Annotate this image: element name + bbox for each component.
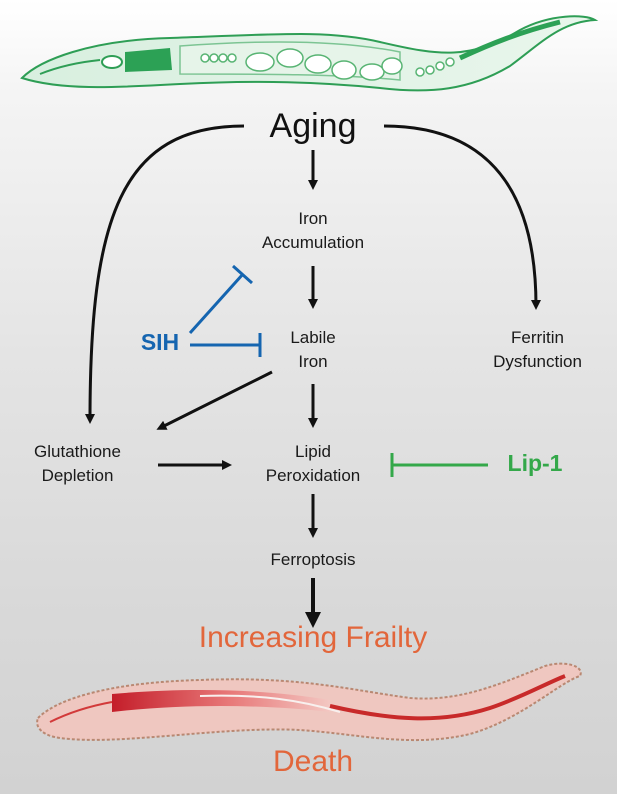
frail-worm-illustration: [36, 662, 582, 742]
frail-worm-tail-gut: [329, 674, 566, 721]
frail-worm-pharynx: [49, 701, 113, 723]
sih-inhibition-lines: [188, 264, 262, 357]
lip1-inhibition-line: [390, 453, 488, 477]
node-ferroptosis: Ferroptosis: [270, 550, 356, 569]
node-aging: Aging: [269, 107, 357, 145]
healthy-worm-gut: [125, 48, 172, 72]
frail-worm-gut: [112, 690, 330, 712]
node-glutathione-depletion: Glutathione Depletion: [34, 442, 121, 485]
healthy-worm-tail-gut: [458, 19, 561, 61]
inhibitor-sih-label: SIH: [140, 329, 180, 355]
arrows: [85, 124, 541, 628]
inhibitor-lip1-label: Lip-1: [507, 450, 563, 476]
arrow-labile-to-glutathione: [156, 370, 273, 430]
healthy-worm-pharynx: [39, 59, 101, 75]
healthy-worm-bulb: [101, 55, 123, 69]
sih-to-iron-accumulation: [188, 272, 245, 335]
arrow-aging-to-glutathione: [85, 124, 245, 424]
node-iron-accumulation: Iron Accumulation: [261, 209, 365, 252]
frail-worm-white-line: [199, 694, 341, 713]
outcome-death: Death: [272, 745, 354, 778]
node-lipid-peroxidation: Lipid Peroxidation: [265, 442, 361, 485]
node-ferritin-dysfunction: Ferritin Dysfunction: [493, 328, 582, 371]
node-labile-iron: Labile Iron: [290, 328, 336, 371]
outcome-increasing-frailty: Increasing Frailty: [198, 621, 428, 654]
healthy-worm-eggs: [200, 48, 455, 81]
arrow-aging-to-ferritin: [383, 124, 541, 310]
healthy-worm-illustration: [20, 15, 599, 92]
sih-to-iron-accumulation-bar: [231, 264, 254, 285]
